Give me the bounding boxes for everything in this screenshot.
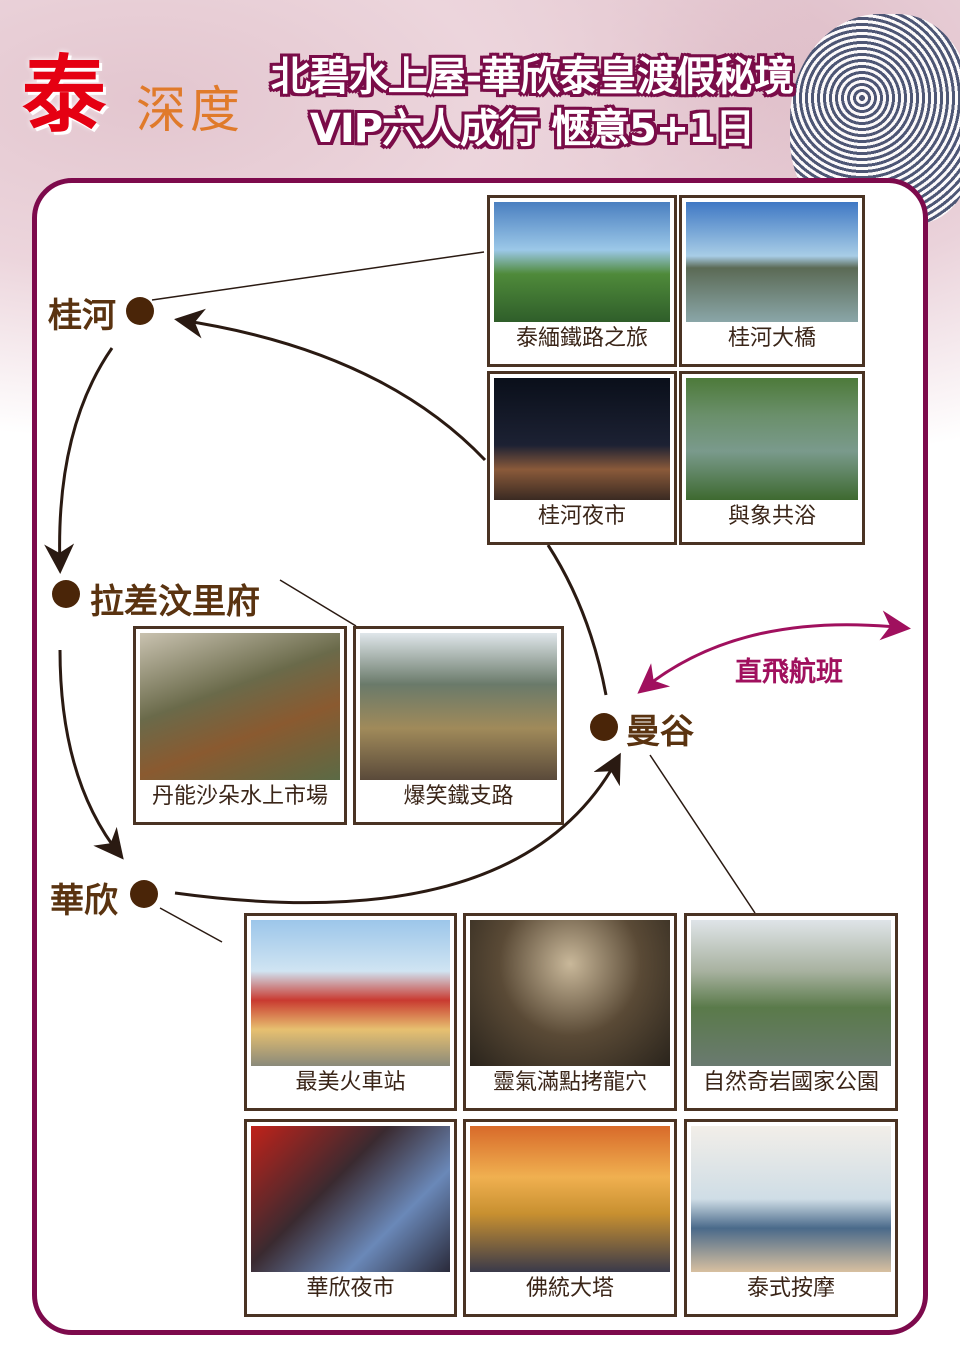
card-elephant-bath[interactable]: 與象共浴 <box>679 371 865 545</box>
card-death-railway[interactable]: 泰緬鐵路之旅 <box>487 195 677 367</box>
photo <box>686 378 858 500</box>
connector-huahin <box>159 907 223 943</box>
card-kwai-bridge[interactable]: 桂河大橋 <box>679 195 865 367</box>
connector-ratchaburi <box>279 579 357 627</box>
dot-bangkok <box>590 713 618 741</box>
card-label: 華欣夜市 <box>306 1276 395 1301</box>
arrow-bangkok-to-kwai <box>174 308 487 462</box>
card-floating-market[interactable]: 丹能沙朵水上市場 <box>133 626 347 825</box>
card-label: 靈氣滿點拷龍穴 <box>492 1070 647 1095</box>
card-label: 自然奇岩國家公園 <box>702 1070 879 1095</box>
card-label: 最美火車站 <box>295 1070 406 1095</box>
card-pagoda[interactable]: 佛統大塔 <box>463 1119 677 1317</box>
card-cave[interactable]: 靈氣滿點拷龍穴 <box>463 913 677 1111</box>
photo <box>691 1126 891 1272</box>
title-line-1: 北碧水上屋-華欣泰皇渡假秘境 <box>270 54 795 100</box>
photo <box>251 1126 450 1272</box>
photo <box>686 202 858 322</box>
place-bangkok: 曼谷 <box>626 712 694 752</box>
logo-sub: 深度 <box>136 81 244 139</box>
card-label: 爆笑鐵支路 <box>403 784 514 809</box>
photo <box>360 633 557 780</box>
title-line-2: VIP六人成行 愜意5+1日 <box>309 106 755 152</box>
line-bangkok-kwai-market <box>546 544 608 696</box>
card-thai-massage[interactable]: 泰式按摩 <box>684 1119 898 1317</box>
flight-arrow <box>637 610 911 694</box>
card-railway-station[interactable]: 最美火車站 <box>244 913 457 1111</box>
card-label: 泰式按摩 <box>746 1276 835 1301</box>
place-huahin: 華欣 <box>50 881 118 921</box>
photo <box>691 920 891 1066</box>
photo <box>470 1126 670 1272</box>
photo <box>470 920 670 1066</box>
arrow-ratchaburi-to-huahin <box>58 649 124 860</box>
place-kwai: 桂河 <box>48 296 116 336</box>
card-label: 丹能沙朵水上市場 <box>151 784 328 809</box>
card-label: 桂河大橋 <box>727 326 816 351</box>
card-huahin-night-market[interactable]: 華欣夜市 <box>244 1119 457 1317</box>
card-label: 桂河夜市 <box>537 504 626 529</box>
connector-bangkok <box>649 754 756 914</box>
dot-huahin <box>130 880 158 908</box>
place-ratchaburi: 拉差汶里府 <box>90 582 260 622</box>
card-label: 佛統大塔 <box>525 1276 614 1301</box>
dot-ratchaburi <box>52 580 80 608</box>
card-label: 與象共浴 <box>727 504 816 529</box>
arrow-huahin-to-bangkok <box>174 752 621 905</box>
photo <box>140 633 340 780</box>
card-railway-market[interactable]: 爆笑鐵支路 <box>353 626 564 825</box>
logo-main: 泰 <box>22 46 107 144</box>
dot-kwai <box>126 297 154 325</box>
flight-label: 直飛航班 <box>735 657 843 688</box>
card-label: 泰緬鐵路之旅 <box>515 326 648 351</box>
photo <box>251 920 450 1066</box>
photo <box>494 378 670 500</box>
card-national-park[interactable]: 自然奇岩國家公園 <box>684 913 898 1111</box>
arrow-kwai-to-ratchaburi <box>44 347 114 574</box>
photo <box>494 202 670 322</box>
card-kwai-night-market[interactable]: 桂河夜市 <box>487 371 677 545</box>
connector-kwai <box>151 251 485 301</box>
